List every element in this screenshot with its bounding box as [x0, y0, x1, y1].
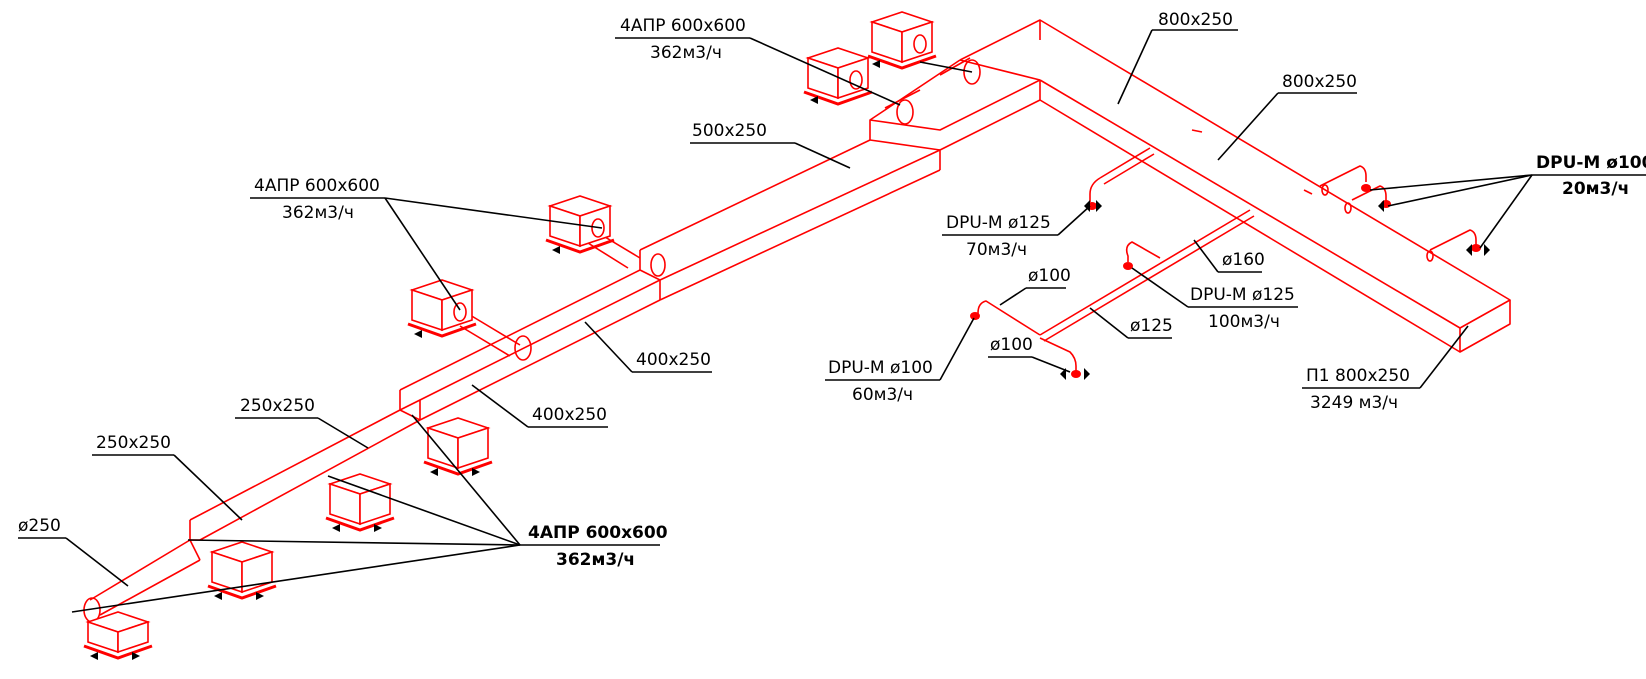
label-top-diffuser-size: 4АПР 600х600 [620, 16, 746, 36]
label-round-125: ø125 [1130, 316, 1173, 336]
label-valve-60-flow: 60м3/ч [852, 385, 913, 405]
label-bottom-diffuser-flow: 362м3/ч [556, 550, 635, 570]
label-round-100-a: ø100 [1028, 266, 1071, 286]
label-valve-100-name: DPU-M ø125 [1190, 285, 1295, 305]
valve-branches [970, 129, 1481, 378]
label-duct-400-b: 400х250 [532, 405, 607, 425]
main-duct [83, 19, 1511, 623]
diffuser-2 [803, 47, 873, 106]
label-valve-60-name: DPU-M ø100 [828, 358, 933, 378]
label-round-160: ø160 [1222, 250, 1265, 270]
diffuser-8 [83, 611, 153, 660]
leader-lines [18, 29, 1646, 613]
annotation-labels: 4АПР 600х600 362м3/ч 500х250 800х250 800… [18, 10, 1646, 570]
label-unit-name: П1 800х250 [1306, 366, 1410, 386]
label-unit-flow: 3249 м3/ч [1310, 393, 1398, 413]
diffuser-4 [407, 279, 477, 338]
branch-stubs [459, 57, 981, 361]
label-duct-250-a: 250х250 [240, 396, 315, 416]
label-valve-100-flow: 100м3/ч [1208, 312, 1280, 332]
label-left-diffuser-size: 4АПР 600х600 [254, 176, 380, 196]
label-valve-20-name: DPU-M ø100 [1536, 153, 1646, 173]
label-left-diffuser-flow: 362м3/ч [282, 203, 354, 223]
label-top-diffuser-flow: 362м3/ч [650, 43, 722, 63]
diffuser-1 [867, 11, 937, 70]
label-duct-500: 500х250 [692, 121, 767, 141]
label-round-250: ø250 [18, 516, 61, 536]
flow-markers [90, 60, 1490, 660]
label-duct-800-a: 800х250 [1158, 10, 1233, 30]
diffuser-6 [325, 473, 395, 532]
label-valve-20-flow: 20м3/ч [1562, 179, 1629, 199]
diffuser-5 [423, 417, 493, 476]
label-duct-800-b: 800х250 [1282, 72, 1357, 92]
label-valve-70-flow: 70м3/ч [966, 240, 1027, 260]
label-bottom-diffuser-size: 4АПР 600х600 [528, 523, 668, 543]
label-duct-400-a: 400х250 [636, 350, 711, 370]
label-round-100-b: ø100 [990, 335, 1033, 355]
diffuser-3 [545, 195, 615, 254]
label-valve-70-name: DPU-M ø125 [946, 213, 1051, 233]
label-duct-250-b: 250х250 [96, 433, 171, 453]
